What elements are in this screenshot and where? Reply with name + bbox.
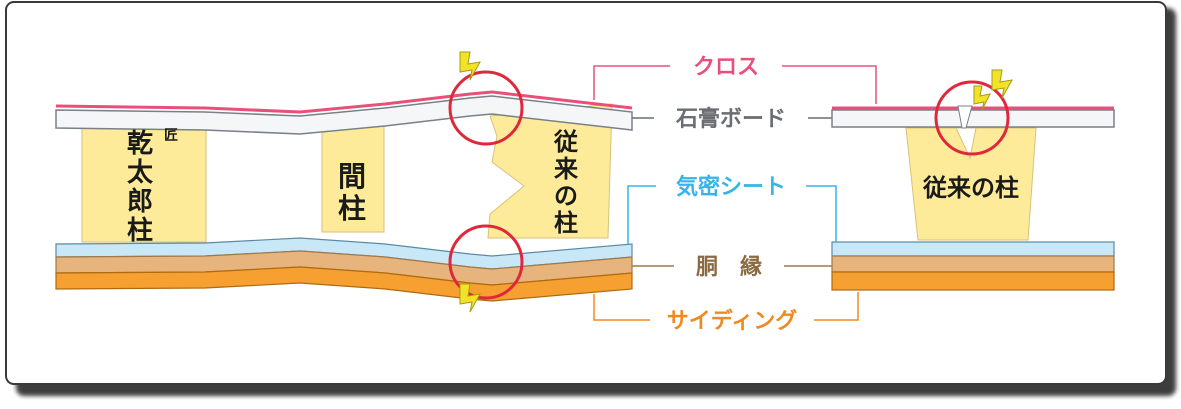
intermediate-column-label: 間 柱 xyxy=(338,160,366,225)
intermediate-char: 柱 xyxy=(338,192,366,225)
airtight-sheet-label: 気密シート xyxy=(676,174,786,200)
cross-connector xyxy=(593,65,877,104)
conventional-char: の xyxy=(554,182,578,210)
lightning-bolt-icon xyxy=(973,85,991,111)
gypsum-board-right xyxy=(831,109,1115,128)
crack-circle-top xyxy=(448,70,524,146)
siding-label: サイディング xyxy=(667,308,797,334)
kantaro-char: 乾 xyxy=(127,129,153,159)
kantaro-column-label: 乾 太 郎 柱 xyxy=(127,129,154,246)
airtight-sheet-right xyxy=(831,241,1115,257)
kantaro-badge: 匠 xyxy=(164,128,178,144)
conventional-char: 従 xyxy=(553,128,578,156)
crack-circle-bottom xyxy=(448,224,524,300)
conventional-char: 来 xyxy=(554,155,579,183)
kantaro-char: 太 xyxy=(127,158,154,188)
cross-left xyxy=(55,90,633,114)
lightning-bolt-icon xyxy=(459,283,481,313)
crack-circle-right xyxy=(934,80,1010,156)
kantaro-char: 郎 xyxy=(127,187,153,217)
conventional-char: 柱 xyxy=(554,209,578,237)
lightning-bolt-icon xyxy=(459,51,481,81)
left-wall-assembly: 乾 太 郎 柱 匠 間 柱 従 来 の 柱 xyxy=(55,51,633,313)
board-crack xyxy=(957,105,973,129)
layer-labels: クロス 石膏ボード 気密シート 胴 縁 サイディング xyxy=(593,55,877,334)
cross-label: クロス xyxy=(693,55,759,80)
siding-left xyxy=(55,266,633,302)
siding-right xyxy=(831,271,1115,291)
lightning-bolt-icon xyxy=(991,69,1013,99)
kantaro-char: 柱 xyxy=(127,216,153,246)
conventional-column-left-label: 従 来 の 柱 xyxy=(553,128,579,237)
airtight-connector xyxy=(627,185,837,244)
furring-strip-label: 胴 縁 xyxy=(696,254,762,280)
gypsum-board-left xyxy=(55,95,633,135)
furring-strip-right xyxy=(831,255,1115,273)
right-wall-assembly: 従来の柱 xyxy=(831,69,1115,291)
intermediate-char: 間 xyxy=(338,160,366,193)
intermediate-column xyxy=(321,121,385,233)
gypsum-board-label: 石膏ボード xyxy=(675,106,786,132)
conventional-column-left xyxy=(487,103,613,239)
conventional-column-right xyxy=(905,127,1037,241)
conventional-column-right-label: 従来の柱 xyxy=(922,174,1019,202)
siding-connector xyxy=(593,292,859,321)
kantaro-column xyxy=(81,121,207,243)
